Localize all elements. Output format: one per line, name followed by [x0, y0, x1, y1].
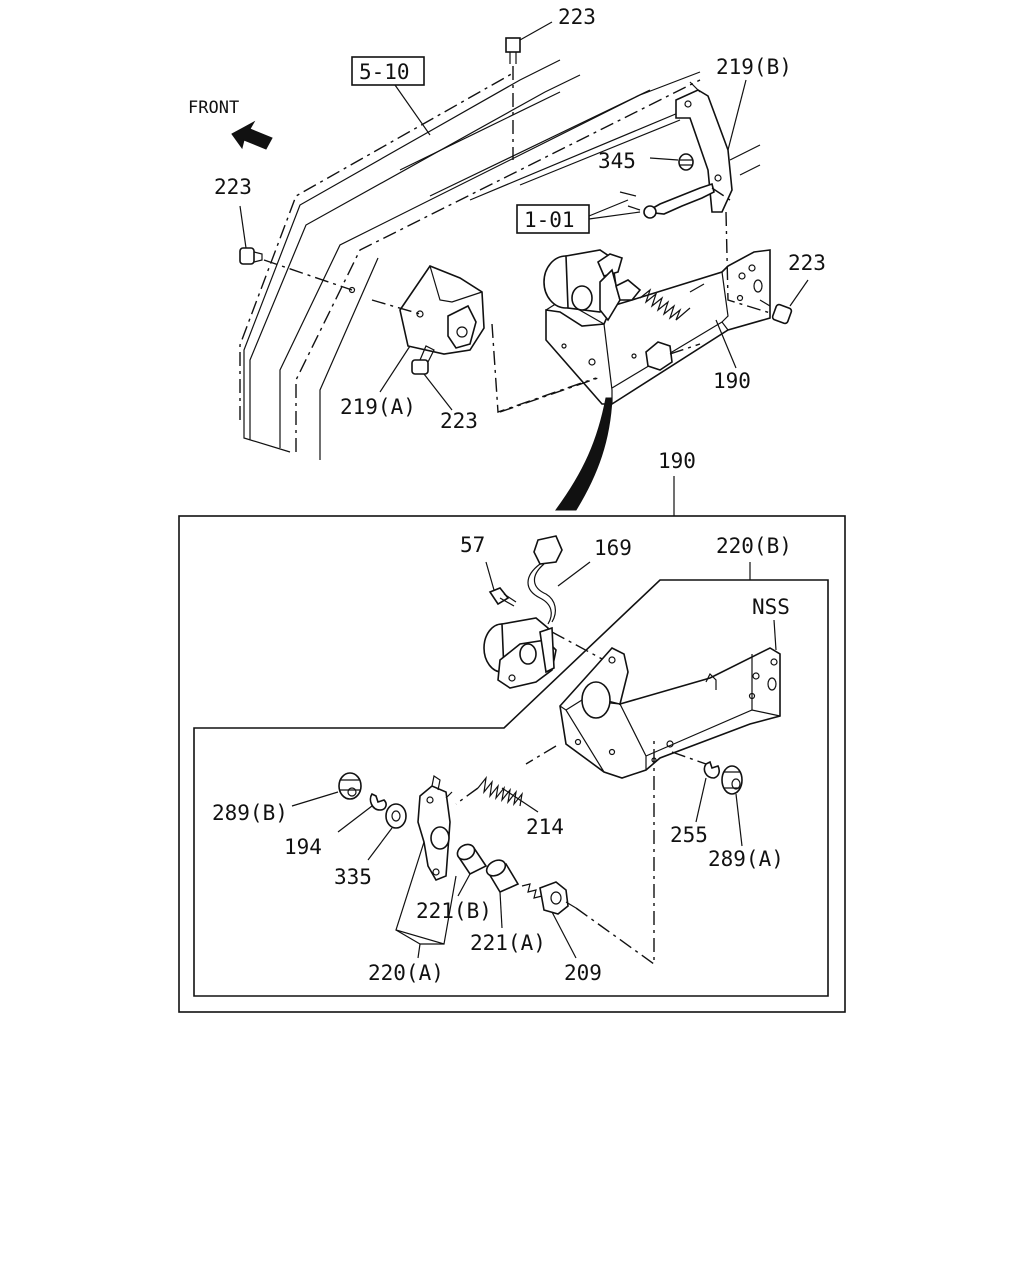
nut-289a: 289(A) — [708, 765, 784, 871]
switch-detail — [483, 617, 605, 689]
connector-169: 169 — [527, 535, 632, 625]
callout-190-detail: 190 — [658, 449, 696, 473]
ref-1-01-label: 1-01 — [524, 208, 575, 232]
clip-255: 255 — [670, 751, 720, 847]
ref-box-5-10: 5-10 — [351, 56, 431, 136]
switch-assembly-190: 190 — [491, 249, 771, 413]
bracket-220b: 220(B) NSS — [559, 534, 792, 779]
callout-219a: 219(A) — [340, 395, 416, 419]
callout-223-top: 223 — [558, 5, 596, 29]
callout-214: 214 — [526, 815, 564, 839]
callout-190-top: 190 — [713, 369, 751, 393]
callout-220b: 220(B) — [716, 534, 792, 558]
cable-end — [619, 182, 731, 219]
front-arrow-icon — [231, 120, 273, 150]
front-label: FRONT — [188, 98, 239, 118]
callout-345: 345 — [598, 149, 636, 173]
bolt-223-top: 223 — [505, 5, 596, 160]
bush-221a: 221(A) — [470, 859, 546, 955]
callout-289a: 289(A) — [708, 847, 784, 871]
callout-194: 194 — [284, 835, 322, 859]
washer-335: 335 — [334, 803, 407, 889]
bracket-219a: 219(A) — [340, 265, 485, 419]
callout-255: 255 — [670, 823, 708, 847]
callout-221a: 221(A) — [470, 931, 546, 955]
callout-219b: 219(B) — [716, 55, 792, 79]
nut-345: 345 — [598, 149, 694, 173]
bolt-209: 209 — [521, 740, 655, 985]
nut-289b: 289(B) — [212, 772, 362, 825]
callout-289b: 289(B) — [212, 801, 288, 825]
callout-221b: 221(B) — [416, 899, 492, 923]
callout-209: 209 — [564, 961, 602, 985]
callout-223-right: 223 — [788, 251, 826, 275]
callout-223-left: 223 — [214, 175, 252, 199]
detail-frame: 190 — [178, 449, 846, 1013]
screw-57: 57 — [460, 533, 517, 607]
leader-220a: 220(A) — [368, 841, 457, 985]
bolt-223-right: 223 — [725, 211, 826, 325]
ref-box-1-01: 1-01 — [516, 199, 641, 234]
ref-5-10-label: 5-10 — [359, 60, 410, 84]
clip-194: 194 — [284, 792, 387, 859]
callout-nss: NSS — [752, 595, 790, 619]
spring-214: 214 — [455, 745, 564, 839]
bracket-219b: 219(B) — [675, 55, 792, 213]
callout-57: 57 — [460, 533, 485, 557]
bolt-223-bottom: 223 — [411, 345, 478, 433]
cab-frame-outline — [239, 59, 761, 460]
lever-220a — [417, 775, 453, 882]
callout-335: 335 — [334, 865, 372, 889]
callout-223-bottom: 223 — [440, 409, 478, 433]
callout-220a: 220(A) — [368, 961, 444, 985]
callout-169: 169 — [594, 536, 632, 560]
detail-arrow-icon — [555, 397, 613, 511]
bolt-223-left: 223 — [214, 175, 356, 294]
bush-221b: 221(B) — [416, 843, 492, 923]
